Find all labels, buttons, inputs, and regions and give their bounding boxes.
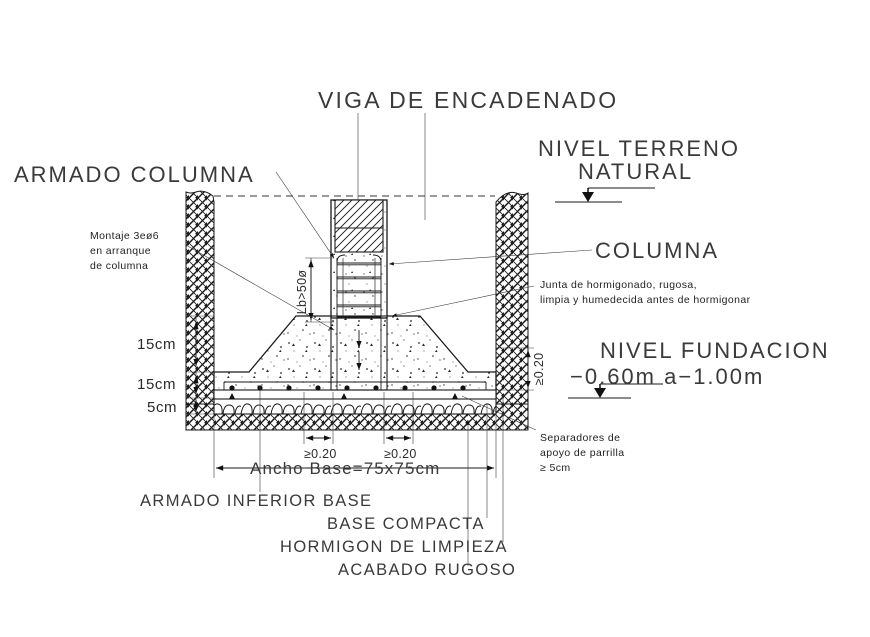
leader-separadores bbox=[461, 395, 537, 431]
leader-armado-columna bbox=[275, 171, 335, 259]
leader-columna bbox=[388, 249, 593, 266]
label-base-width: Ancho Base=75x75cm bbox=[250, 459, 440, 478]
dim-left-15cm-upper: 15cm bbox=[137, 336, 176, 353]
note-montaje-line3: de columna bbox=[90, 260, 148, 272]
dim-right-vertical-label: ≥0.20 bbox=[532, 353, 546, 386]
dim-lap-length-label: Lb>50ø bbox=[295, 270, 309, 315]
leader-viga-encadenado bbox=[357, 113, 426, 220]
dim-left-15cm-lower: 15cm bbox=[137, 376, 176, 393]
note-montaje-line2: en arranque bbox=[90, 245, 151, 257]
leader-junta-hormigonado bbox=[391, 285, 535, 317]
dimension-right-vertical bbox=[496, 347, 534, 391]
dimension-chain-left bbox=[188, 315, 214, 415]
soil-wall-left bbox=[185, 190, 215, 415]
label-armado-inferior-base: ARMADO INFERIOR BASE bbox=[140, 492, 372, 510]
note-junta-line2: limpia y humedecida antes de hormigonar bbox=[540, 294, 751, 306]
label-hormigon-limpieza: HORMIGON DE LIMPIEZA bbox=[280, 538, 508, 556]
tie-beam-section bbox=[334, 199, 384, 253]
label-acabado-rugoso: ACABADO RUGOSO bbox=[338, 561, 516, 579]
leader-montaje-note bbox=[185, 244, 335, 331]
level-symbol-ground bbox=[555, 187, 655, 203]
title-nivel-fundacion-depth: −0.60m a−1.00m bbox=[570, 364, 764, 389]
title-nivel-terreno-2: NATURAL bbox=[578, 159, 693, 184]
footing-trapezoid bbox=[213, 315, 497, 399]
dimension-lap-length bbox=[305, 257, 334, 323]
dim-left-5cm: 5cm bbox=[147, 399, 177, 416]
soil-wall-right bbox=[495, 191, 529, 415]
column-stirrups bbox=[336, 254, 382, 390]
note-separadores-line1: Separadores de bbox=[540, 432, 620, 444]
compacted-rubble-base bbox=[213, 398, 497, 415]
level-symbol-foundation bbox=[568, 383, 663, 399]
note-separadores-line3: ≥ 5cm bbox=[540, 462, 571, 474]
title-viga-encadenado: VIGA DE ENCADENADO bbox=[318, 87, 618, 113]
note-separadores-line2: apoyo de parrilla bbox=[540, 447, 624, 459]
dim-spacing-1: ≥0.20 bbox=[304, 447, 337, 461]
dimension-base-width bbox=[213, 414, 497, 478]
title-nivel-terreno: NIVEL TERRENO bbox=[538, 136, 740, 161]
label-base-compacta: BASE COMPACTA bbox=[327, 515, 485, 533]
title-armado-columna: ARMADO COLUMNA bbox=[14, 162, 255, 187]
title-columna: COLUMNA bbox=[595, 238, 719, 263]
note-junta-line1: Junta de hormigonado, rugosa, bbox=[540, 279, 697, 291]
dim-spacing-2: ≥0.20 bbox=[384, 447, 417, 461]
dimension-bottom-spacing bbox=[303, 392, 414, 444]
note-montaje-line1: Montaje 3eø6 bbox=[90, 230, 159, 242]
title-nivel-fundacion: NIVEL FUNDACION bbox=[600, 338, 830, 363]
